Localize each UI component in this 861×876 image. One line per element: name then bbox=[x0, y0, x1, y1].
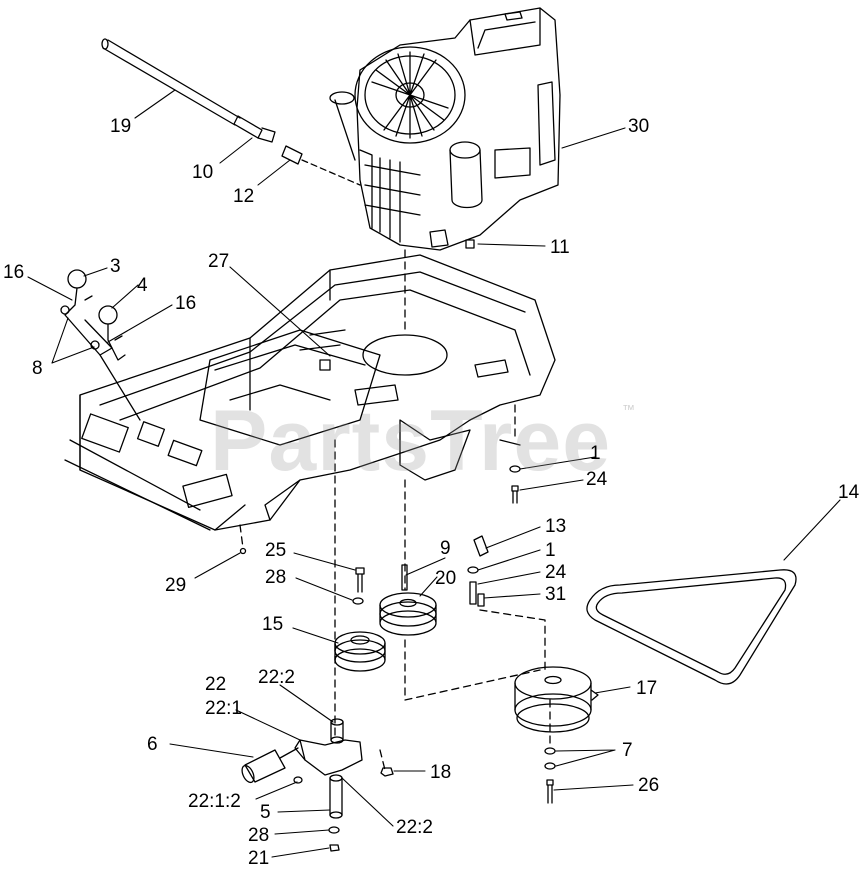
callout-28-lower: 28 bbox=[248, 825, 270, 846]
callout-31: 31 bbox=[545, 584, 567, 605]
leader-lines bbox=[28, 90, 840, 857]
callout-25: 25 bbox=[265, 540, 287, 561]
fitting-10 bbox=[234, 116, 275, 142]
nut-part-11 bbox=[466, 240, 474, 248]
callout-14: 14 bbox=[838, 482, 860, 503]
callout-22-2-lower: 22:2 bbox=[396, 817, 433, 838]
callout-6: 6 bbox=[147, 734, 158, 755]
washer-part-7a bbox=[545, 748, 555, 754]
callout-5: 5 bbox=[260, 802, 271, 823]
callout-27: 27 bbox=[208, 251, 230, 272]
callout-1-lower: 1 bbox=[545, 540, 556, 561]
callout-8: 8 bbox=[32, 358, 43, 379]
bolt-part-24a bbox=[512, 486, 518, 503]
callout-1-upper: 1 bbox=[590, 443, 601, 464]
callout-7: 7 bbox=[622, 740, 633, 761]
callout-30: 30 bbox=[628, 116, 650, 137]
spacer-part-5 bbox=[330, 775, 342, 818]
callout-9: 9 bbox=[440, 538, 451, 559]
pulley-part-15 bbox=[335, 632, 385, 671]
nut-part-21 bbox=[330, 845, 339, 851]
fitting-part-22-1-2 bbox=[294, 777, 302, 783]
callout-21: 21 bbox=[248, 848, 270, 869]
nut-part-18 bbox=[381, 768, 393, 776]
belt-part-14 bbox=[587, 570, 796, 684]
washer-part-1b bbox=[468, 567, 478, 573]
bolt-part-24b bbox=[470, 582, 476, 604]
fuel-line-19 bbox=[102, 39, 240, 125]
pulley-part-20 bbox=[380, 593, 436, 635]
callout-20: 20 bbox=[435, 568, 457, 589]
callout-11: 11 bbox=[550, 237, 570, 258]
callout-3: 3 bbox=[110, 256, 121, 277]
callout-13: 13 bbox=[545, 516, 567, 537]
washer-part-28b bbox=[329, 827, 339, 833]
callout-10: 10 bbox=[192, 162, 214, 183]
callout-4: 4 bbox=[137, 275, 148, 296]
callout-19: 19 bbox=[110, 116, 132, 137]
fitting-12 bbox=[282, 146, 302, 164]
washer-part-28a bbox=[353, 598, 363, 604]
bolt-part-25 bbox=[356, 568, 364, 592]
chassis-frame-part-27 bbox=[65, 255, 555, 530]
callout-15: 15 bbox=[262, 614, 284, 635]
stud-part-31 bbox=[478, 594, 484, 606]
clutch-part-17 bbox=[515, 667, 598, 732]
callout-22-2-upper: 22:2 bbox=[258, 667, 295, 688]
callout-29: 29 bbox=[165, 575, 187, 596]
callout-24-lower: 24 bbox=[545, 562, 567, 583]
callout-16-left: 16 bbox=[3, 262, 25, 283]
washer-part-7b bbox=[545, 763, 555, 769]
watermark-trademark: ™ bbox=[622, 402, 635, 417]
callout-18: 18 bbox=[430, 762, 452, 783]
key-part-9 bbox=[402, 565, 407, 590]
callout-22-1-2: 22:1:2 bbox=[188, 791, 241, 812]
callout-22-1: 22:1 bbox=[205, 698, 242, 719]
control-levers bbox=[61, 270, 140, 420]
bracket-part-13 bbox=[474, 536, 488, 556]
bolt-part-26 bbox=[547, 780, 553, 803]
callout-28-upper: 28 bbox=[265, 567, 287, 588]
callout-12: 12 bbox=[233, 186, 255, 207]
callout-16-right: 16 bbox=[175, 293, 197, 314]
idler-arm-part-22 bbox=[295, 719, 362, 775]
callout-17: 17 bbox=[636, 678, 658, 699]
callout-26: 26 bbox=[638, 775, 660, 796]
engine-part-30 bbox=[330, 8, 560, 250]
fastener-part-29 bbox=[241, 549, 246, 554]
watermark: PartsTree bbox=[210, 393, 612, 489]
callout-24-upper: 24 bbox=[586, 469, 608, 490]
spring-part-6 bbox=[240, 748, 298, 784]
callout-22: 22 bbox=[205, 674, 227, 695]
